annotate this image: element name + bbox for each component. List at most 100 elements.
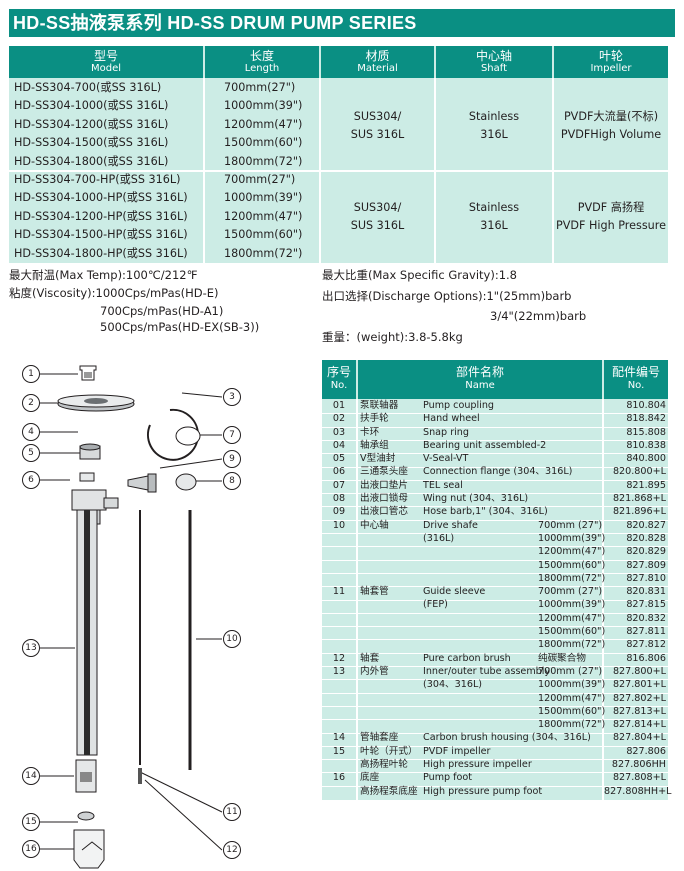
part-callout-13: 13 <box>22 639 40 657</box>
part-cn-cell: 轴套 <box>360 652 380 664</box>
part-no-cell: 06 <box>332 466 346 478</box>
part-no-cell <box>322 679 356 692</box>
wing-nut-icon <box>175 473 197 491</box>
part-callout-7: 7 <box>223 426 241 444</box>
pump-coupling-icon <box>79 365 97 381</box>
row-separator <box>322 426 668 428</box>
row-separator <box>322 772 668 774</box>
part-size-cell <box>538 732 605 745</box>
part-size-cell <box>538 400 605 413</box>
part-en-cell: Hand wheel <box>423 413 480 425</box>
row-separator <box>322 599 668 601</box>
pump-foot-icon <box>73 829 105 869</box>
carbon-brush-housing-icon <box>75 759 97 793</box>
model-column: HD-SS304-700(或SS 316L)HD-SS304-1000(或SS … <box>14 79 188 263</box>
part-size-cell: 1000mm(39") <box>538 532 606 544</box>
part-en-cell: Pump foot <box>423 772 473 784</box>
part-code-cell: 820.827 <box>626 519 666 531</box>
part-callout-4: 4 <box>22 423 40 441</box>
part-cn-cell <box>360 626 418 639</box>
page-title: HD-SS抽液泵系列 HD-SS DRUM PUMP SERIES <box>9 9 675 37</box>
impeller-group-1: PVDF大流量(不标) PVDFHigh Volume <box>560 110 662 141</box>
part-cn-cell: 出液口管芯 <box>360 506 408 518</box>
hand-wheel-icon <box>57 394 135 412</box>
model-cell: HD-SS304-1800(或SS 316L) <box>14 154 169 168</box>
note-viscosity-2: 700Cps/mPas(HD-A1) <box>100 304 224 318</box>
part-en-cell: V-Seal-VT <box>423 453 469 465</box>
part-size-cell: 700mm (27") <box>538 665 603 677</box>
part-callout-14: 14 <box>22 767 40 785</box>
part-en-cell: (304、316L) <box>423 679 483 691</box>
part-size-cell: 1500mm(60") <box>538 626 606 638</box>
part-callout-1: 1 <box>22 365 40 383</box>
row-separator <box>322 506 668 508</box>
impeller-group-2: PVDF 高扬程 PVDF High Pressure <box>555 201 667 232</box>
note-max-temp: 最大耐温(Max Temp):100℃/212℉ <box>9 268 198 282</box>
part-cn-cell: 叶轮（开式） <box>360 745 418 757</box>
part-en-cell: Bearing unit assembled-2 <box>423 439 547 451</box>
part-size-cell <box>538 427 605 440</box>
part-en-cell: (FEP) <box>423 599 448 611</box>
part-size-cell: 1200mm(47") <box>538 612 606 624</box>
row-separator <box>322 493 668 495</box>
part-code-cell: 827.801+L <box>612 679 666 691</box>
part-en-cell: Connection flange (304、316L) <box>423 466 573 478</box>
part-code-cell: 827.802+L <box>612 692 666 704</box>
note-viscosity-3: 500Cps/mPas(HD-EX(SB-3)) <box>100 320 260 334</box>
part-cn-cell: 管轴套座 <box>360 732 399 744</box>
part-size-cell <box>538 453 605 466</box>
part-no-cell <box>322 599 356 612</box>
note-discharge: 出口选择(Discharge Options):1"(25mm)barb <box>322 289 572 303</box>
model-cell: HD-SS304-1500(或SS 316L) <box>14 136 169 150</box>
part-cn-cell <box>360 679 418 692</box>
part-en-cell: Drive shafe <box>423 519 478 531</box>
row-separator <box>322 732 668 734</box>
row-separator <box>322 479 668 481</box>
part-size-cell <box>538 746 605 759</box>
part-cn-cell: 卡环 <box>360 426 380 438</box>
row-separator <box>322 759 668 761</box>
carbon-brush-icon <box>138 768 142 784</box>
part-code-cell: 820.829 <box>626 546 666 558</box>
row-separator <box>322 559 668 561</box>
part-en-cell: High pressure impeller <box>423 759 532 771</box>
part-no-cell <box>322 533 356 546</box>
part-size-cell <box>538 413 605 426</box>
part-no-cell: 11 <box>332 586 346 598</box>
length-cell: 1200mm(47") <box>224 209 303 223</box>
part-callout-2: 2 <box>22 394 40 412</box>
part-size-cell: 1800mm(72") <box>538 572 606 584</box>
part-cn-cell <box>360 693 418 706</box>
part-code-cell: 840.800 <box>626 453 666 465</box>
row-separator <box>322 439 668 441</box>
hose-barb-icon <box>127 473 157 493</box>
row-separator <box>322 785 668 787</box>
part-code-cell: 827.808+L <box>612 772 666 784</box>
part-size-cell: 1200mm(47") <box>538 546 606 558</box>
part-code-cell: 827.814+L <box>612 719 666 731</box>
model-cell: HD-SS304-700-HP(或SS 316L) <box>14 172 181 186</box>
part-en-cell: Pump coupling <box>423 400 494 411</box>
part-size-cell: 纯碳聚合物 <box>538 652 586 664</box>
note-discharge-2: 3/4"(22mm)barb <box>490 309 587 323</box>
impeller-icon <box>77 811 95 821</box>
part-cn-cell: 轴承组 <box>360 439 389 451</box>
part-en-cell: (316L) <box>423 532 455 544</box>
part-size-cell <box>538 506 605 519</box>
model-cell: HD-SS304-1800-HP(或SS 316L) <box>14 246 188 260</box>
part-cn-cell: 高扬程泵底座 <box>360 785 418 797</box>
part-cn-cell: 轴套管 <box>360 586 389 598</box>
part-no-cell: 10 <box>332 519 346 531</box>
part-code-cell: 827.810 <box>626 572 666 584</box>
length-cell: 1500mm(60") <box>224 136 303 150</box>
part-code-cell: 827.815 <box>626 599 666 611</box>
model-cell: HD-SS304-1200(或SS 316L) <box>14 117 169 131</box>
shaft-group-2: Stainless 316L <box>468 201 520 232</box>
part-cn-cell: 内外管 <box>360 665 389 677</box>
